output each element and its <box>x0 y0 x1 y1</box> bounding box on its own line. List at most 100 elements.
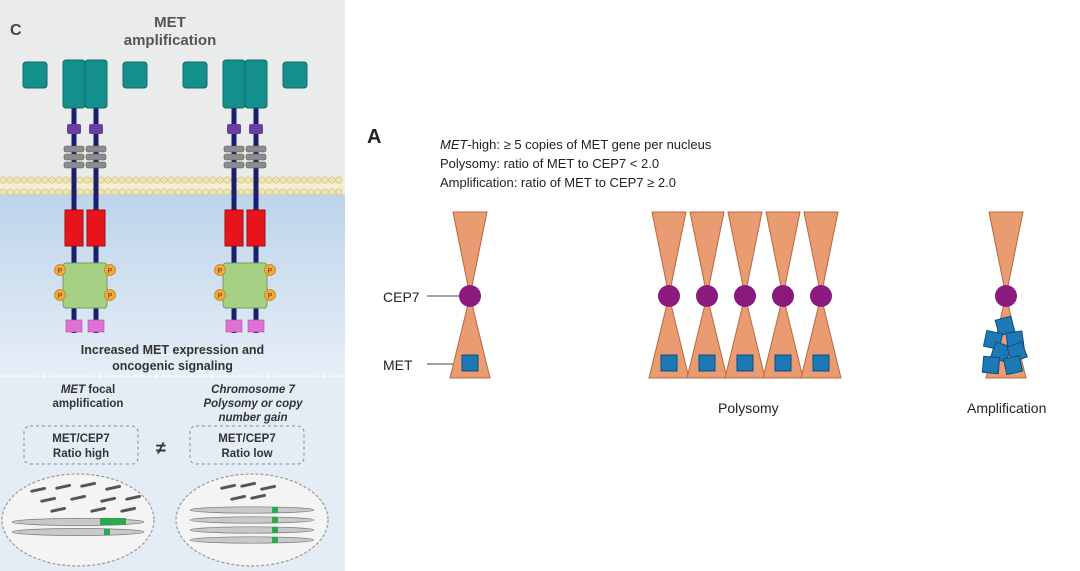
chromosome <box>50 506 66 513</box>
ipt-domain <box>63 153 85 161</box>
chromosome-arm-upper <box>452 211 488 297</box>
lipid-head <box>293 176 301 184</box>
lipid-head <box>139 176 147 184</box>
lipid-head <box>335 188 343 196</box>
chromosome <box>240 481 256 488</box>
chromosome-arm-lower <box>686 295 728 379</box>
ipt-domain <box>245 145 267 153</box>
chromosome-arm-upper <box>803 211 839 297</box>
lipid-head <box>97 176 105 184</box>
sema-domain <box>244 59 268 109</box>
lipid-head <box>258 188 266 196</box>
lipid-head <box>132 188 140 196</box>
lipid-head <box>118 176 126 184</box>
sema-domain <box>22 61 48 89</box>
lipid-head <box>244 188 252 196</box>
psi-domain <box>249 124 263 134</box>
ipt-domain <box>85 145 107 153</box>
ratio-high-label: MET/CEP7 Ratio high <box>52 433 110 460</box>
phospho-site <box>214 289 226 301</box>
polysomy-chromosome-7 <box>762 211 804 379</box>
phospho-site <box>104 289 116 301</box>
lipid-head <box>27 188 35 196</box>
lipid-head <box>174 176 182 184</box>
met-label: MET <box>383 357 413 373</box>
cep7-centromere <box>658 285 680 307</box>
amplification-definition: Amplification: ratio of MET to CEP7 ≥ 2.… <box>440 175 676 190</box>
lipid-head <box>181 188 189 196</box>
lipid-head <box>286 188 294 196</box>
psi-domain <box>227 124 241 134</box>
lipid-head <box>216 176 224 184</box>
chromosome <box>250 493 266 500</box>
lipid-head <box>83 176 91 184</box>
lipid-head <box>223 188 231 196</box>
chromosome-7 <box>189 506 315 514</box>
lipid-head <box>118 188 126 196</box>
polysomy-nucleus-content <box>189 481 315 544</box>
polysomy-label: Polysomy <box>718 400 779 416</box>
chromosome <box>70 494 86 501</box>
lipid-head <box>293 188 301 196</box>
lipid-head <box>27 176 35 184</box>
lipid-head <box>314 188 322 196</box>
lipid-head <box>279 188 287 196</box>
met-gene-copy <box>1002 354 1024 376</box>
ipt-domain <box>85 161 107 169</box>
lipid-head <box>97 188 105 196</box>
chromosome-arm-upper <box>988 211 1024 297</box>
chromosome-arm-upper <box>727 211 763 297</box>
chromosome <box>100 496 116 503</box>
ipt-domain <box>245 161 267 169</box>
met-amplicon <box>100 518 126 525</box>
lipid-head <box>223 176 231 184</box>
met-gene-signal <box>461 354 479 372</box>
cep7-centromere <box>772 285 794 307</box>
amplification-label: Amplification <box>967 400 1047 416</box>
ipt-domain <box>223 153 245 161</box>
lipid-head <box>272 188 280 196</box>
lipid-head <box>125 176 133 184</box>
lipid-head <box>160 176 168 184</box>
focal-amplification-nucleus-content <box>11 481 145 536</box>
lipid-head <box>76 176 84 184</box>
cep7-centromere <box>734 285 756 307</box>
polysomy-chromosome-7 <box>800 211 842 379</box>
lipid-head <box>13 176 21 184</box>
chromosome <box>120 506 136 513</box>
phospho-label: P <box>268 268 273 275</box>
ratio-low-box <box>189 425 305 465</box>
kinase-domain <box>246 209 266 247</box>
phospho-label: P <box>108 293 113 300</box>
psi-domain <box>67 124 81 134</box>
lipid-head <box>307 188 315 196</box>
chromosome <box>55 483 71 490</box>
lipid-head <box>62 176 70 184</box>
sema-domain <box>282 61 308 89</box>
met-amplification-title: MET amplification <box>123 14 217 49</box>
lipid-head <box>20 188 28 196</box>
polysomy-caption: Chromosome 7 Polysomy or copy number gai… <box>203 384 303 424</box>
met-gene-signal <box>774 354 792 372</box>
lipid-head <box>111 188 119 196</box>
lipid-head <box>279 176 287 184</box>
lipid-head <box>153 188 161 196</box>
chromosome-arm-upper <box>651 211 687 297</box>
chromosome <box>40 496 56 503</box>
sema-domain <box>122 61 148 89</box>
lipid-head <box>139 188 147 196</box>
chromosome-arm-lower <box>724 295 766 379</box>
lipid-head <box>146 188 154 196</box>
kinase-domain <box>224 209 244 247</box>
panel-letter-a: A <box>367 126 382 148</box>
ipt-domain <box>245 153 267 161</box>
lipid-head <box>167 176 175 184</box>
lipid-head <box>13 188 21 196</box>
lipid-head <box>307 176 315 184</box>
lipid-head <box>34 176 42 184</box>
chromosome-7 <box>189 516 315 524</box>
lipid-head <box>132 176 140 184</box>
lipid-head <box>265 188 273 196</box>
